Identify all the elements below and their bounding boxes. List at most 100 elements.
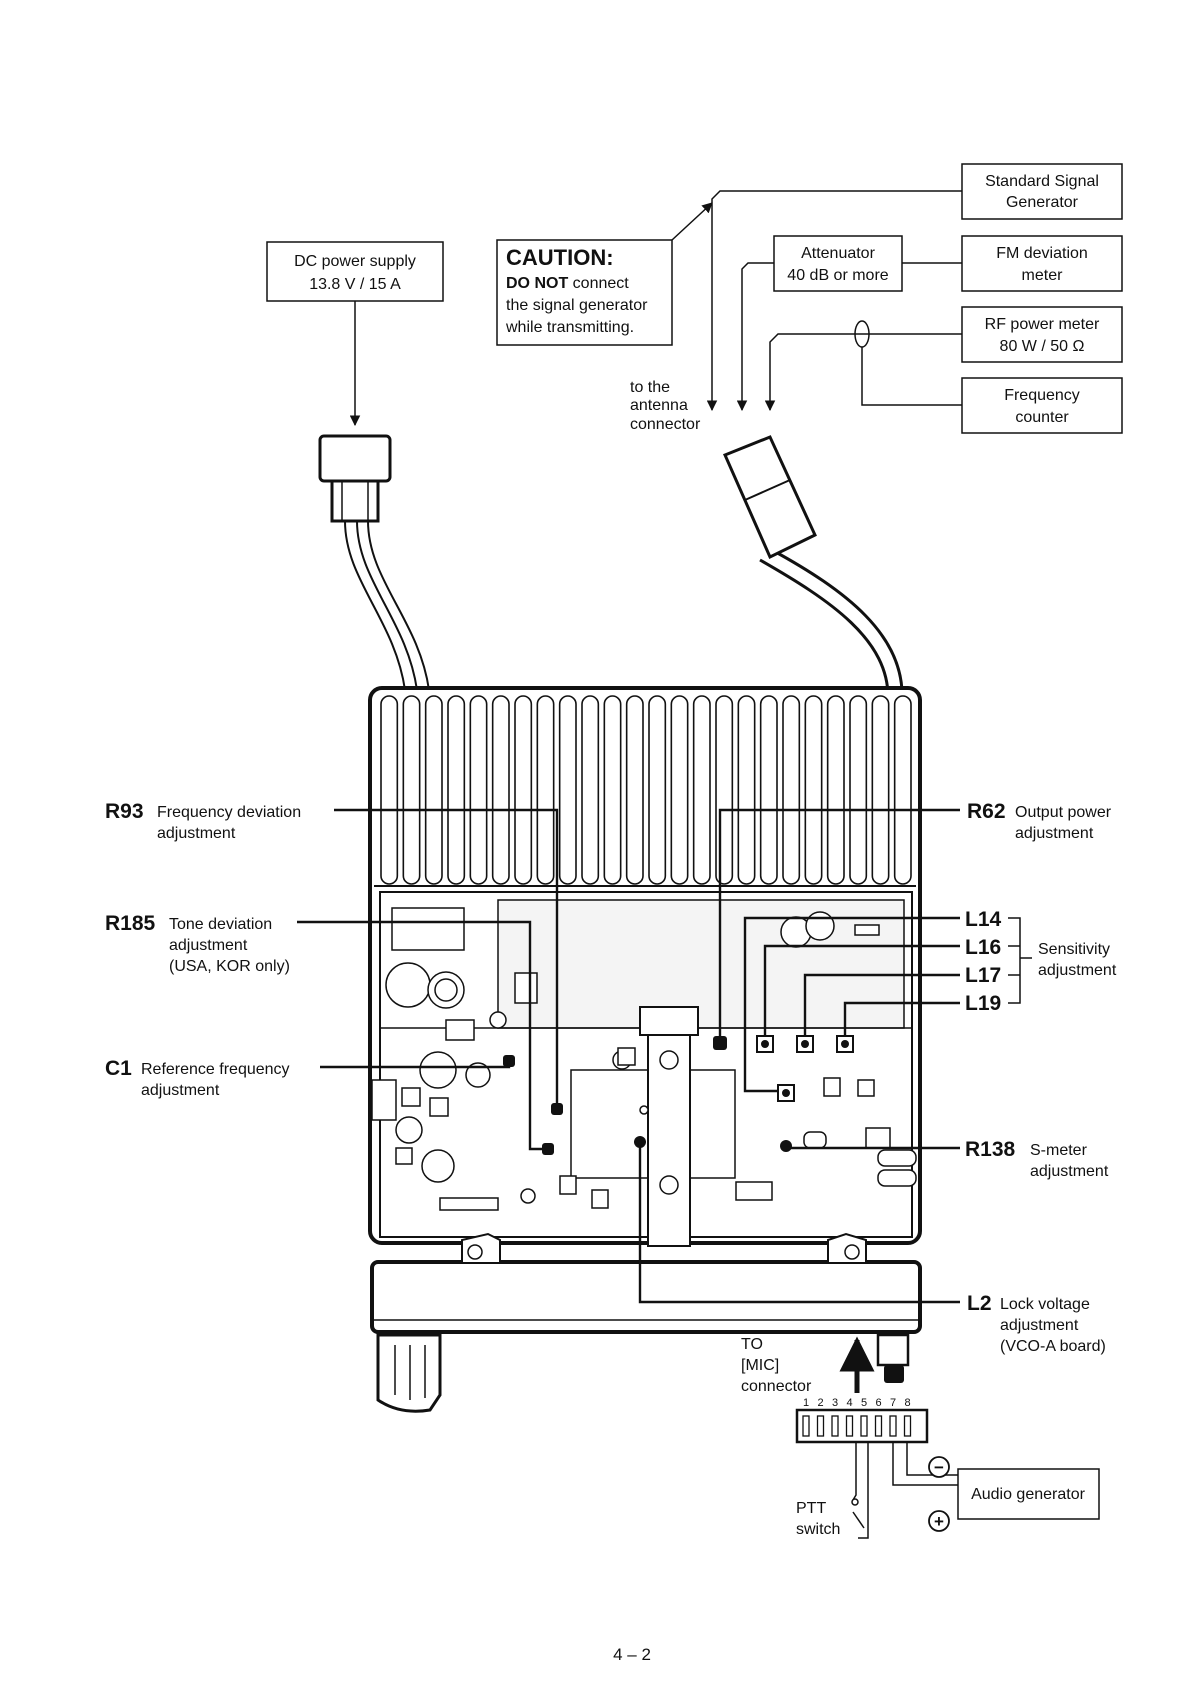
mic-pin-slot	[831, 1415, 839, 1437]
dc-supply-label-2: 13.8 V / 15 A	[309, 276, 401, 293]
dc-power-supply-box: DC power supply 13.8 V / 15 A	[266, 241, 444, 302]
caution-box: CAUTION: DO NOT connect the signal gener…	[496, 239, 673, 346]
caution-line-1: DO NOT connect	[506, 275, 629, 292]
heatsink-fin	[759, 695, 778, 885]
mic-label-1: TO	[741, 1336, 763, 1353]
antenna-note-1: to the	[630, 379, 670, 396]
r185-ref: R185	[105, 912, 156, 935]
l2-ref: L2	[967, 1292, 992, 1315]
rf-power-label-1: RF power meter	[985, 316, 1100, 333]
label-sensitivity-coils: L14 L16 L17 L19 Sensitivity adjustment	[965, 908, 1117, 1015]
caution-line-3: while transmitting.	[505, 319, 634, 336]
leader-lines	[297, 808, 960, 1304]
l2-line-2: adjustment	[1000, 1317, 1079, 1334]
antenna-note-2: antenna	[630, 397, 688, 414]
heatsink-fin	[648, 695, 667, 885]
l2-line-1: Lock voltage	[1000, 1296, 1090, 1313]
mic-pin-number: 4	[846, 1397, 852, 1409]
heatsink-fin	[871, 695, 890, 885]
heatsink-fin	[804, 695, 823, 885]
mic-pin-number: 7	[890, 1397, 896, 1409]
ptt-label-1: PTT	[796, 1500, 826, 1517]
fm-deviation-meter-box: FM deviation meter	[961, 235, 1123, 292]
ptt-label-2: switch	[796, 1521, 840, 1538]
minus-terminal: −	[934, 1458, 944, 1477]
r62-line-1: Output power	[1015, 804, 1112, 821]
sensitivity-line-2: adjustment	[1038, 962, 1117, 979]
caution-title: CAUTION:	[506, 245, 614, 270]
mic-pin-number: 1	[803, 1397, 809, 1409]
c1-ref: C1	[105, 1057, 132, 1080]
ssg-label-1: Standard Signal	[985, 173, 1099, 190]
mic-pin-number: 5	[861, 1397, 867, 1409]
caution-line-2: the signal generator	[506, 297, 648, 314]
r138-line-2: adjustment	[1030, 1163, 1109, 1180]
label-l2: L2 Lock voltage adjustment (VCO-A board)	[967, 1292, 1106, 1355]
heatsink-fin	[737, 695, 756, 885]
plus-terminal: +	[934, 1512, 944, 1531]
heatsink-fin	[447, 695, 466, 885]
ssg-label-2: Generator	[1006, 194, 1079, 211]
mic-pin-number: 6	[875, 1397, 881, 1409]
fm-dev-label-1: FM deviation	[996, 245, 1088, 262]
mic-pin-number: 2	[817, 1397, 823, 1409]
attenuator-box: Attenuator 40 dB or more	[773, 235, 903, 292]
heatsink-fin	[581, 695, 600, 885]
l19-ref: L19	[965, 992, 1001, 1015]
r62-ref: R62	[967, 800, 1006, 823]
heatsink-fin	[849, 695, 868, 885]
heatsink-fin	[715, 695, 734, 885]
audio-gen-label: Audio generator	[971, 1486, 1086, 1503]
rf-power-meter-box: RF power meter 80 W / 50 Ω	[961, 306, 1123, 363]
c1-line-1: Reference frequency	[141, 1061, 290, 1078]
attenuator-label-2: 40 dB or more	[787, 267, 888, 284]
mic-pin-slot	[802, 1415, 810, 1437]
label-c1: C1 Reference frequency adjustment	[105, 1057, 290, 1099]
label-r93: R93 Frequency deviation adjustment	[105, 800, 301, 842]
label-r62: R62 Output power adjustment	[967, 800, 1112, 842]
mic-label-3: connector	[741, 1378, 812, 1395]
r93-line-1: Frequency deviation	[157, 804, 301, 821]
l17-ref: L17	[965, 964, 1001, 987]
mic-pin-slot	[903, 1415, 912, 1437]
adjustment-markers	[503, 1035, 854, 1155]
heatsink-fin	[402, 695, 421, 885]
heatsink-fin	[692, 695, 711, 885]
heatsink-fin	[380, 695, 399, 885]
antenna-connector	[723, 435, 904, 701]
standard-signal-generator-box: Standard Signal Generator	[961, 163, 1123, 220]
mic-pin-slot	[874, 1415, 883, 1437]
mic-pin-slot	[845, 1415, 854, 1437]
heatsink-fin	[424, 695, 443, 885]
heatsink-fin	[536, 695, 555, 885]
attenuator-label-1: Attenuator	[801, 245, 876, 262]
fm-dev-label-2: meter	[1022, 267, 1064, 284]
heatsink-fin	[670, 695, 689, 885]
mic-pin-slot	[860, 1415, 868, 1437]
l14-ref: L14	[965, 908, 1002, 931]
dc-power-connector	[318, 434, 437, 891]
sensitivity-line-1: Sensitivity	[1038, 941, 1110, 958]
r185-line-2: adjustment	[169, 937, 248, 954]
heatsink-fin	[491, 695, 510, 885]
c1-line-2: adjustment	[141, 1082, 220, 1099]
l2-line-3: (VCO-A board)	[1000, 1338, 1106, 1355]
r62-line-2: adjustment	[1015, 825, 1094, 842]
mic-label-2: [MIC]	[741, 1357, 779, 1374]
test-cabling	[349, 190, 962, 427]
r138-ref: R138	[965, 1138, 1016, 1161]
rf-power-label-2: 80 W / 50 Ω	[1000, 338, 1085, 355]
r185-line-1: Tone deviation	[169, 916, 272, 933]
heatsink-fin	[782, 695, 801, 885]
l16-ref: L16	[965, 936, 1001, 959]
freq-counter-label-2: counter	[1015, 409, 1069, 426]
r138-line-1: S-meter	[1030, 1142, 1088, 1159]
mic-pin-slot	[816, 1415, 825, 1437]
freq-counter-label-1: Frequency	[1004, 387, 1080, 404]
heatsink-fin	[603, 695, 622, 885]
radio-chassis	[368, 686, 922, 1413]
heatsink-fin	[625, 695, 644, 885]
